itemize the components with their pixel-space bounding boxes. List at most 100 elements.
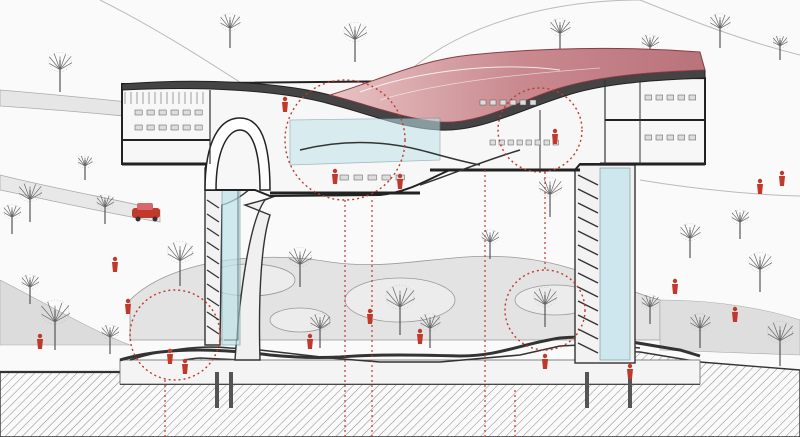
tree-icon xyxy=(731,209,750,239)
brace xyxy=(577,272,599,284)
tree-icon xyxy=(77,155,93,180)
brace xyxy=(577,328,599,340)
person-icon xyxy=(282,96,288,112)
ramp xyxy=(419,149,521,186)
tree-icon xyxy=(18,182,43,222)
brace xyxy=(577,216,599,228)
path-right xyxy=(639,179,800,197)
desk xyxy=(677,94,685,101)
stair-braces xyxy=(577,174,599,354)
column xyxy=(229,372,233,408)
person-icon xyxy=(552,128,558,144)
desk xyxy=(688,134,696,141)
desk xyxy=(498,139,505,146)
trees-group xyxy=(3,13,794,366)
tree-icon xyxy=(748,252,773,292)
tree-icon xyxy=(219,13,241,48)
person-icon xyxy=(757,178,763,194)
desk xyxy=(194,124,203,131)
person-icon xyxy=(417,328,423,344)
tree-icon xyxy=(21,274,40,304)
desk xyxy=(381,174,391,181)
tree-icon xyxy=(385,284,416,335)
tree-icon xyxy=(101,324,120,354)
brace xyxy=(577,300,599,312)
desk xyxy=(516,139,523,146)
person-icon xyxy=(627,363,633,379)
callout-circle xyxy=(504,269,586,351)
desk xyxy=(146,109,155,116)
glass-core xyxy=(221,171,241,346)
desk xyxy=(182,124,191,131)
tree-icon xyxy=(96,194,115,224)
desk xyxy=(666,134,674,141)
road-lower-left xyxy=(0,174,161,223)
desk xyxy=(499,99,507,106)
planter xyxy=(269,307,331,333)
brace xyxy=(206,283,220,293)
interior-furniture xyxy=(124,92,696,181)
callout-circle xyxy=(129,289,221,381)
column xyxy=(215,372,219,408)
tree-icon xyxy=(538,177,563,217)
desk xyxy=(194,109,203,116)
person-icon xyxy=(397,173,403,189)
brace xyxy=(577,314,599,326)
glass-atrium xyxy=(289,117,441,166)
person-icon xyxy=(125,298,131,314)
lawn-shape-right xyxy=(659,299,800,356)
person-icon xyxy=(167,348,173,364)
tree-icon xyxy=(641,294,660,324)
ramp xyxy=(299,141,481,166)
lawn-shape xyxy=(0,279,131,346)
desk xyxy=(479,99,487,106)
brace xyxy=(206,241,220,251)
tree-icon xyxy=(40,299,71,350)
brace xyxy=(577,202,599,214)
desk xyxy=(339,174,349,181)
person-icon xyxy=(367,308,373,324)
tree-icon xyxy=(481,229,500,259)
desk xyxy=(543,139,550,146)
brace xyxy=(206,213,220,223)
desk xyxy=(367,174,377,181)
desk xyxy=(655,134,663,141)
desk xyxy=(170,124,179,131)
road-arc-top xyxy=(409,0,641,71)
person-icon xyxy=(542,353,548,369)
desk xyxy=(688,94,696,101)
brace xyxy=(206,311,220,321)
desk xyxy=(158,109,167,116)
desk xyxy=(134,109,143,116)
column xyxy=(585,372,589,408)
brace xyxy=(577,286,599,298)
person-icon xyxy=(307,333,313,349)
bridge-building xyxy=(121,47,706,198)
brace xyxy=(577,258,599,270)
arch xyxy=(204,117,271,191)
desk xyxy=(644,94,652,101)
tree-icon xyxy=(167,240,194,286)
annotation-markers xyxy=(129,79,586,437)
desk xyxy=(509,99,517,106)
desk xyxy=(655,94,663,101)
tree-icon xyxy=(310,313,331,348)
tree-icon xyxy=(3,204,22,234)
tree-icon xyxy=(533,287,558,327)
desk xyxy=(644,134,652,141)
desk xyxy=(170,109,179,116)
person-icon xyxy=(182,358,188,374)
tree-icon xyxy=(767,321,794,366)
people-group xyxy=(37,96,785,379)
callout-circle xyxy=(497,87,583,173)
tree-icon xyxy=(710,13,731,48)
tree-icon xyxy=(343,22,368,62)
callout-circle xyxy=(284,79,406,201)
desk xyxy=(134,124,143,131)
tree-icon xyxy=(288,247,313,287)
desk xyxy=(182,109,191,116)
desk xyxy=(525,139,532,146)
brace xyxy=(206,199,220,209)
desk xyxy=(353,174,363,181)
